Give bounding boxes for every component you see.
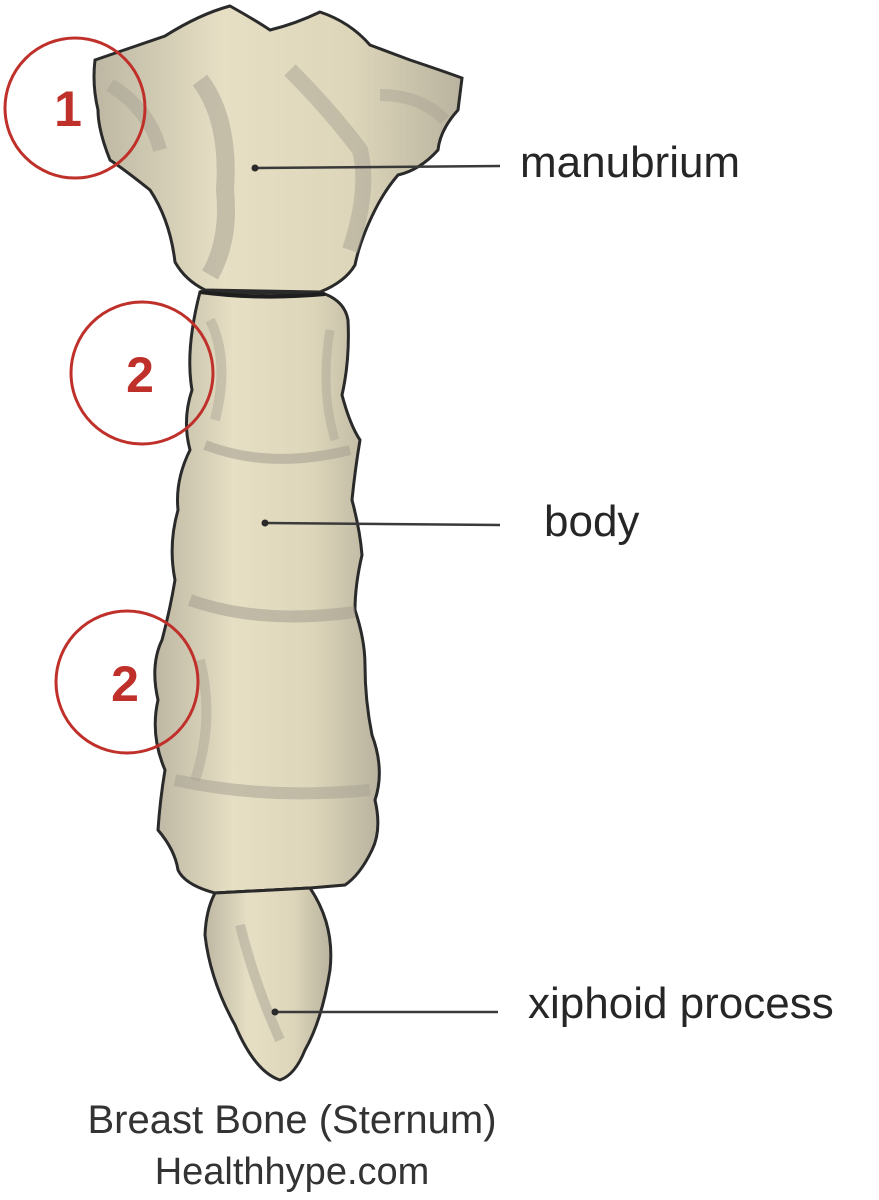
manubrium-pointer-dot [251, 164, 259, 172]
marker-circle-2b [54, 609, 200, 755]
xiphoid-process-label: xiphoid process [528, 979, 834, 1028]
marker-number-2b: 2 [111, 656, 139, 712]
manubrium-label: manubrium [520, 138, 741, 187]
manubrium-bone [92, 4, 464, 294]
body-bone [153, 290, 381, 895]
body-label: body [544, 497, 640, 546]
diagram-caption-title: Breast Bone (Sternum) [87, 1098, 497, 1142]
body-pointer-dot [261, 519, 269, 527]
manubriosternal-joint-line [199, 290, 326, 299]
marker-circle-2a [69, 300, 215, 446]
body-leader-line [264, 521, 501, 527]
marker-number-1: 1 [54, 81, 82, 137]
manubrium-leader-line [254, 164, 501, 170]
marker-number-2a: 2 [126, 347, 154, 403]
diagram-caption-source: Healthhype.com [154, 1151, 430, 1193]
marker-circle-1 [3, 36, 147, 180]
xiphoid-process-bone [203, 886, 333, 1082]
xiphoid-pointer-dot [271, 1008, 279, 1016]
